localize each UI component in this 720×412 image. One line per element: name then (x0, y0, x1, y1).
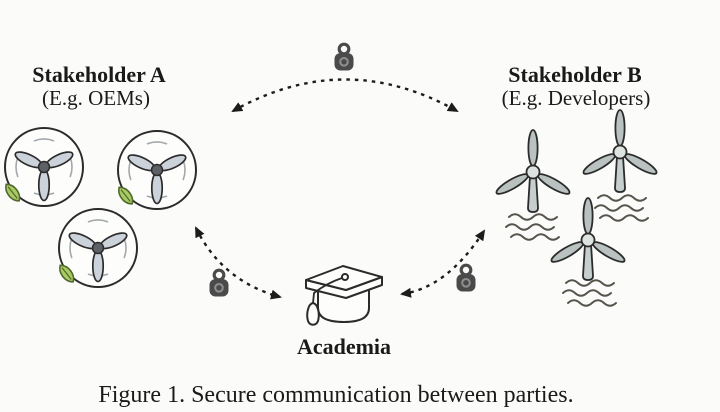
lock-icon (454, 263, 478, 294)
academia-group: Academia (297, 265, 391, 359)
offshore-wind-turbine-icon (493, 129, 573, 213)
offshore-wind-turbine-icon (580, 109, 660, 193)
graduation-cap-icon (305, 265, 383, 326)
stakeholder-a-subtitle: (E.g. OEMs) (42, 86, 150, 110)
figure-caption: Figure 1. Secure communication between p… (98, 382, 573, 408)
stakeholder-b-title: Stakeholder B (508, 62, 642, 87)
stakeholder-a-title: Stakeholder A (32, 62, 166, 87)
edge-a-b (231, 78, 459, 113)
stakeholder-b-subtitle: (E.g. Developers) (502, 86, 651, 110)
stakeholder-a-icons (1, 127, 197, 288)
edge-a-academia (194, 226, 282, 300)
lock-icon (207, 268, 231, 299)
academia-label: Academia (297, 334, 391, 359)
water-waves-icon (563, 280, 616, 306)
wind-turbine-front-with-leaf-icon (55, 208, 139, 288)
water-waves-icon (595, 195, 648, 221)
wind-turbine-front-with-leaf-icon (114, 130, 197, 210)
stakeholder-b-group: Stakeholder B (E.g. Developers) (493, 62, 660, 306)
wind-turbine-front-with-leaf-icon (1, 127, 85, 207)
lock-icon (332, 42, 356, 73)
edge-academia-b (400, 229, 486, 298)
stakeholder-a-group: Stakeholder A (E.g. OEMs) (1, 62, 197, 288)
water-waves-icon (506, 214, 559, 240)
stakeholder-b-icons (493, 109, 660, 306)
